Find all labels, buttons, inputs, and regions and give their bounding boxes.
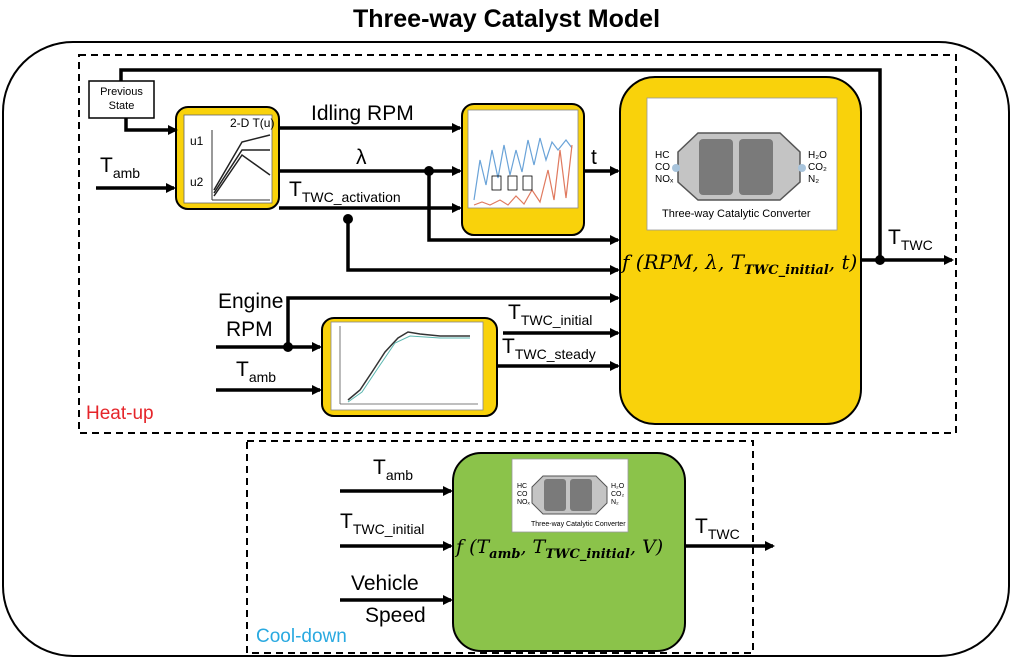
diagram-title: Three-way Catalyst Model (352, 5, 661, 33)
cool-converter-caption: Three-way Catalytic Converter (531, 521, 626, 528)
t-amb-label: Tamb (100, 154, 141, 181)
t-steady-label: TTWC_steady (502, 335, 596, 362)
speed-label: Speed (365, 604, 426, 627)
heat-up-region (78, 54, 957, 434)
idling-rpm-label: Idling RPM (311, 102, 414, 125)
t-initial-label: TTWC_initial (508, 301, 593, 328)
lookup-u2: u2 (190, 175, 204, 189)
lambda-label: λ (356, 146, 367, 169)
vehicle-label: Vehicle (351, 572, 419, 595)
cool-function-label: f (Tamb, TTWC_initial, V) (456, 536, 664, 562)
engine-label: Engine (218, 290, 284, 313)
cool-t-twc-output-label: TTWC (695, 515, 740, 542)
cool-t-initial-label: TTWC_initial (340, 510, 425, 537)
lookup-title: 2-D T(u) (230, 116, 275, 130)
t-twc-output-label: TTWC (888, 226, 933, 253)
previous-state-box (88, 80, 155, 119)
t-activation-label: TTWC_activation (289, 178, 401, 205)
t-amb-2-label: Tamb (236, 358, 277, 385)
heat-up-label: Heat-up (86, 403, 154, 424)
heat-function-label: f (RPM, λ, TTWC_initial, t) (622, 250, 858, 278)
cool-down-label: Cool-down (256, 626, 347, 647)
outer-frame (2, 41, 1010, 657)
t-label: t (591, 146, 597, 169)
cool-t-amb-label: Tamb (373, 456, 414, 483)
rpm-label: RPM (226, 318, 273, 341)
lookup-u1: u1 (190, 134, 204, 148)
converter-caption: Three-way Catalytic Converter (662, 208, 811, 220)
